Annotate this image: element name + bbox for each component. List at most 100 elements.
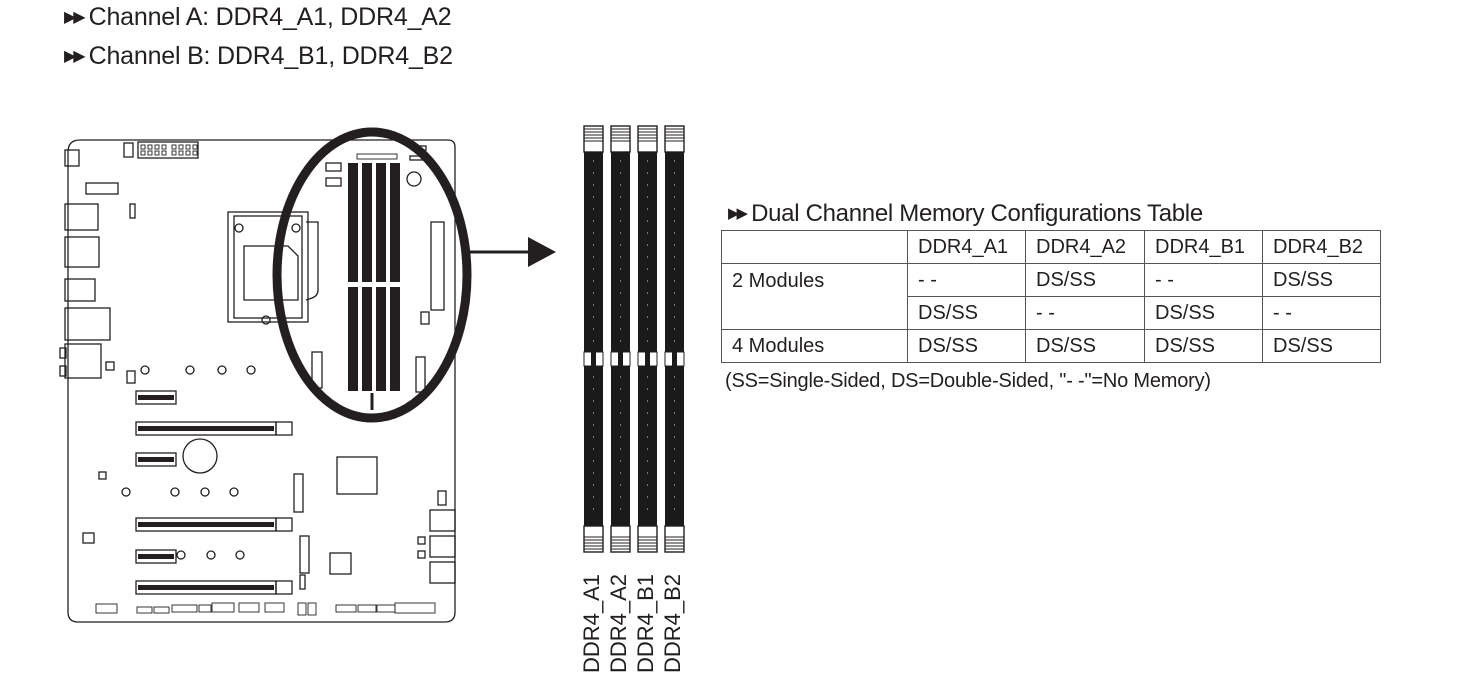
contact-dot xyxy=(647,316,648,318)
contact-dot xyxy=(620,172,621,174)
contact-dot xyxy=(620,292,621,294)
table-row: DS/SS - - DS/SS - - xyxy=(722,296,1381,330)
contact-dot xyxy=(620,472,621,474)
contact-dot xyxy=(674,400,675,402)
contact-dot xyxy=(620,220,621,222)
contact-dot xyxy=(674,412,675,414)
contact-dot xyxy=(674,220,675,222)
contact-dot xyxy=(593,316,594,318)
contact-dot xyxy=(620,268,621,270)
contact-dot xyxy=(647,424,648,426)
contact-dot xyxy=(593,376,594,378)
contact-dot xyxy=(593,160,594,162)
contact-dot xyxy=(620,340,621,342)
table-row: 2 Modules - - DS/SS - - DS/SS xyxy=(721,263,1381,330)
contact-dot xyxy=(647,220,648,222)
dimm-slot-ddr4_a2 xyxy=(610,125,631,553)
contact-dot xyxy=(620,280,621,282)
header-cell: DDR4_A1 xyxy=(907,230,1026,264)
header-cell: DDR4_B1 xyxy=(1144,230,1263,264)
contact-dot xyxy=(593,412,594,414)
contact-dot xyxy=(674,172,675,174)
contact-dot xyxy=(647,160,648,162)
io-port xyxy=(64,343,102,379)
contact-dot xyxy=(593,448,594,450)
contact-dot xyxy=(593,196,594,198)
io-port xyxy=(64,236,100,268)
contact-dot xyxy=(593,388,594,390)
double-arrow-bullet-icon: ▶▶ xyxy=(728,205,748,222)
dimm-slot-ddr4_a1 xyxy=(583,125,604,553)
contact-dot xyxy=(593,220,594,222)
contact-dot xyxy=(674,316,675,318)
contact-dot xyxy=(674,304,675,306)
io-port xyxy=(64,307,111,341)
contact-dot xyxy=(620,256,621,258)
contact-dot xyxy=(593,172,594,174)
io-port xyxy=(59,347,67,359)
channel-b-text: Channel B: DDR4_B1, DDR4_B2 xyxy=(88,42,453,70)
header-cell xyxy=(721,230,908,264)
pcie-slots xyxy=(135,390,293,595)
contact-dot xyxy=(674,340,675,342)
m2-slot xyxy=(311,351,323,389)
contact-dot xyxy=(674,292,675,294)
contact-dot xyxy=(593,244,594,246)
contact-dot xyxy=(593,460,594,462)
contact-dot xyxy=(674,424,675,426)
table-cell: - - xyxy=(1025,296,1145,330)
contact-dot xyxy=(647,376,648,378)
contact-dot xyxy=(647,508,648,510)
io-port xyxy=(64,278,96,302)
contact-dot xyxy=(620,328,621,330)
io-port xyxy=(64,149,80,167)
contact-dot xyxy=(620,496,621,498)
contact-dot xyxy=(593,424,594,426)
contact-dot xyxy=(647,448,648,450)
contact-dot xyxy=(647,472,648,474)
contact-dot xyxy=(620,160,621,162)
dimm-slots-enlarged xyxy=(583,125,685,553)
header xyxy=(356,153,398,160)
standoff xyxy=(406,171,422,187)
io-port xyxy=(85,182,119,195)
contact-dot xyxy=(674,280,675,282)
contact-dot xyxy=(620,244,621,246)
contact-dot xyxy=(674,448,675,450)
double-arrow-bullet-icon: ▶▶ xyxy=(64,9,86,26)
slot-latch-bottom xyxy=(610,525,631,553)
motherboard-diagram xyxy=(59,127,556,623)
pin-grid xyxy=(140,144,198,156)
table-cell: DS/SS xyxy=(1025,263,1145,297)
chip xyxy=(329,552,352,575)
table-cell: DS/SS xyxy=(907,296,1026,330)
contact-dot xyxy=(674,436,675,438)
table-cell: - - xyxy=(1262,296,1381,330)
contact-dot xyxy=(593,256,594,258)
contact-dot xyxy=(593,340,594,342)
contact-dot xyxy=(620,196,621,198)
slot-key xyxy=(591,352,596,366)
usb-header xyxy=(415,356,426,393)
small-chip xyxy=(409,155,423,161)
slot-latch-bottom xyxy=(583,525,604,553)
slot-latch-top xyxy=(664,125,685,153)
contact-dot xyxy=(620,184,621,186)
contact-dot xyxy=(647,196,648,198)
contact-dot xyxy=(674,460,675,462)
contact-dot xyxy=(620,304,621,306)
contact-dot xyxy=(647,232,648,234)
contact-dot xyxy=(647,400,648,402)
contact-dot xyxy=(593,292,594,294)
contact-dot xyxy=(593,508,594,510)
contact-dot xyxy=(620,388,621,390)
chipset xyxy=(336,456,378,495)
contact-dot xyxy=(647,292,648,294)
contact-dot xyxy=(674,196,675,198)
table-legend-note: (SS=Single-Sided, DS=Double-Sided, "- -"… xyxy=(725,370,1211,392)
contact-dot xyxy=(674,208,675,210)
slot-body-lower xyxy=(584,366,603,526)
contact-dot xyxy=(593,484,594,486)
contact-dot xyxy=(674,472,675,474)
fan-header xyxy=(325,177,342,187)
